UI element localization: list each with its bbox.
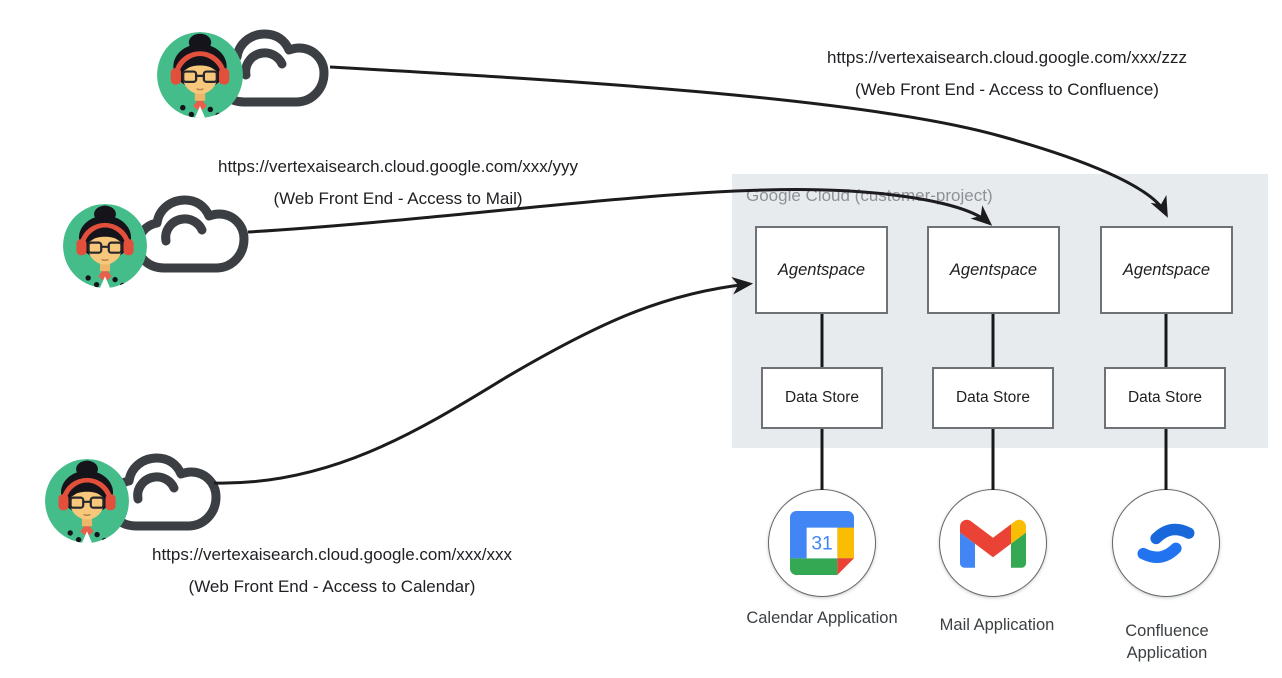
agentspace-label: Agentspace (1122, 260, 1211, 279)
url-caption: (Web Front End - Access to Mail) (273, 189, 523, 208)
calendar-day-number: 31 (811, 533, 832, 554)
google-calendar-icon: 31 (790, 511, 854, 575)
datastore-label: Data Store (784, 389, 860, 406)
datastore-box-confluence: Data Store (1104, 367, 1226, 429)
agentspace-label: Agentspace (777, 260, 866, 279)
agentspace-label: Agentspace (949, 260, 1038, 279)
persona-avatar-icon (63, 204, 147, 288)
confluence-app-circle (1112, 489, 1220, 597)
confluence-icon (1137, 523, 1195, 563)
url-text: https://vertexaisearch.cloud.google.com/… (827, 48, 1187, 67)
agentspace-box-mail: Agentspace (927, 226, 1060, 314)
url-caption: (Web Front End - Access to Confluence) (855, 80, 1159, 99)
mail-app-circle (939, 489, 1047, 597)
datastore-box-mail: Data Store (932, 367, 1054, 429)
url-block-confluence: https://vertexaisearch.cloud.google.com/… (827, 42, 1187, 106)
agentspace-box-confluence: Agentspace (1100, 226, 1233, 314)
arrow-calendar-request (213, 277, 754, 485)
url-caption: (Web Front End - Access to Calendar) (188, 577, 476, 596)
confluence-app-label: Confluence Application (1125, 622, 1209, 662)
calendar-app-label: Calendar Application (746, 609, 898, 627)
url-block-calendar: https://vertexaisearch.cloud.google.com/… (152, 539, 512, 603)
agentspace-box-calendar: Agentspace (755, 226, 888, 314)
mail-app-label: Mail Application (939, 616, 1055, 634)
datastore-box-calendar: Data Store (761, 367, 883, 429)
url-text: https://vertexaisearch.cloud.google.com/… (218, 157, 578, 176)
datastore-label: Data Store (1127, 389, 1203, 406)
calendar-app-circle: 31 (768, 489, 876, 597)
google-cloud-region-title: Google Cloud (customer-project) (746, 186, 993, 205)
datastore-label: Data Store (955, 389, 1031, 406)
url-text: https://vertexaisearch.cloud.google.com/… (152, 545, 512, 564)
url-block-mail: https://vertexaisearch.cloud.google.com/… (218, 151, 578, 215)
persona-avatar-icon (45, 459, 129, 543)
persona-avatar-icon (157, 32, 243, 118)
gmail-icon (960, 519, 1026, 568)
